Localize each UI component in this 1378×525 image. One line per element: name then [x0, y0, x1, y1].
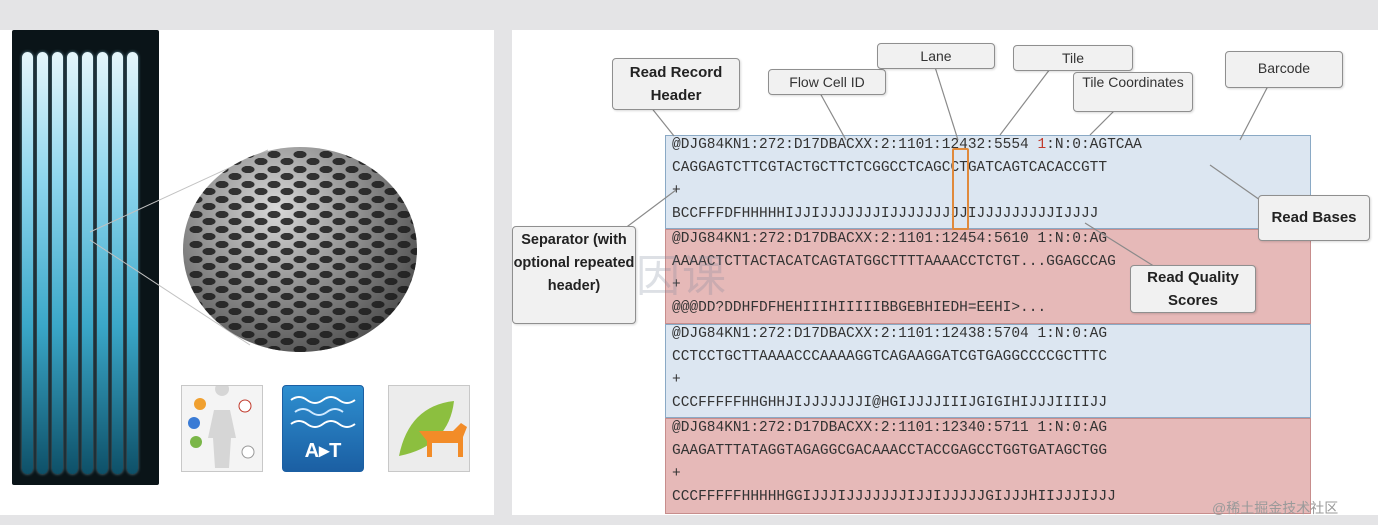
flow-cell-image — [12, 30, 159, 485]
footer-watermark: @稀土掘金技术社区 — [1212, 500, 1339, 516]
record-4-separator: + — [672, 466, 681, 482]
fastq-record-4 — [665, 418, 1311, 514]
record-4-quality: CCCFFFFFHHHHHGGIJJJIJJJJJJJIJJIJJJJJGIJJ… — [672, 489, 1116, 505]
record-1-sequence: CAGGAGTCTTCGTACTGCTTCTCGGCCTCAGCCTGATCAG… — [672, 160, 1108, 176]
record-2-quality: @@@DD?DDHFDFHEHIIIHIIIIIBBGEBHIEDH=EEHI>… — [672, 300, 1047, 316]
record-2-header: @DJG84KN1:272:D17DBACXX:2:1101:12454:561… — [672, 231, 1108, 247]
record-2-separator: + — [672, 277, 681, 293]
record-2-sequence: AAAACTCTTACTACATCAGTATGGCTTTTAAAACCTCTGT… — [672, 254, 1116, 270]
callout-read-quality-scores: Read Quality Scores — [1130, 265, 1256, 313]
callout-flow-cell-id: Flow Cell ID — [768, 69, 886, 95]
dna-icon-label: A▸T — [304, 440, 342, 462]
callout-read-record-header: Read Record Header — [612, 58, 740, 110]
nanowell-zoom-image — [183, 147, 417, 352]
lane-highlight-box — [952, 148, 969, 230]
callout-tile-coordinates: Tile Coordinates — [1073, 72, 1193, 112]
human-anatomy-icon — [181, 382, 263, 472]
callout-lane: Lane — [877, 43, 995, 69]
callout-read-bases: Read Bases — [1258, 195, 1370, 241]
leaf-animal-icon — [388, 385, 470, 472]
record-4-sequence: GAAGATTTATAGGTAGAGGCGACAAACCTACCGAGCCTGG… — [672, 443, 1108, 459]
fastq-record-1 — [665, 135, 1311, 229]
callout-separator: Separator (with optional repeated header… — [512, 226, 636, 324]
callout-barcode: Barcode — [1225, 51, 1343, 88]
record-1-separator: + — [672, 183, 681, 199]
callout-tile: Tile — [1013, 45, 1133, 71]
record-3-separator: + — [672, 372, 681, 388]
record-3-sequence: CCTCCTGCTTAAAACCCAAAAGGTCAGAAGGATCGTGAGG… — [672, 349, 1108, 365]
record-3-header: @DJG84KN1:272:D17DBACXX:2:1101:12438:570… — [672, 326, 1108, 342]
record-4-header: @DJG84KN1:272:D17DBACXX:2:1101:12340:571… — [672, 420, 1108, 436]
record-3-quality: CCCFFFFFHHGHHJIJJJJJJJI@HGIJJJJIIIJGIGIH… — [672, 395, 1108, 411]
fastq-record-3 — [665, 324, 1311, 418]
record-1-header: @DJG84KN1:272:D17DBACXX:2:1101:12432:555… — [672, 137, 1142, 153]
read-number-digit: 1 — [1037, 137, 1047, 153]
dna-sequencing-icon: A▸T — [282, 385, 364, 472]
record-1-quality: BCCFFFDFHHHHHIJJIJJJJJJJIJJJJJJJJJIJJJJJ… — [672, 206, 1099, 222]
